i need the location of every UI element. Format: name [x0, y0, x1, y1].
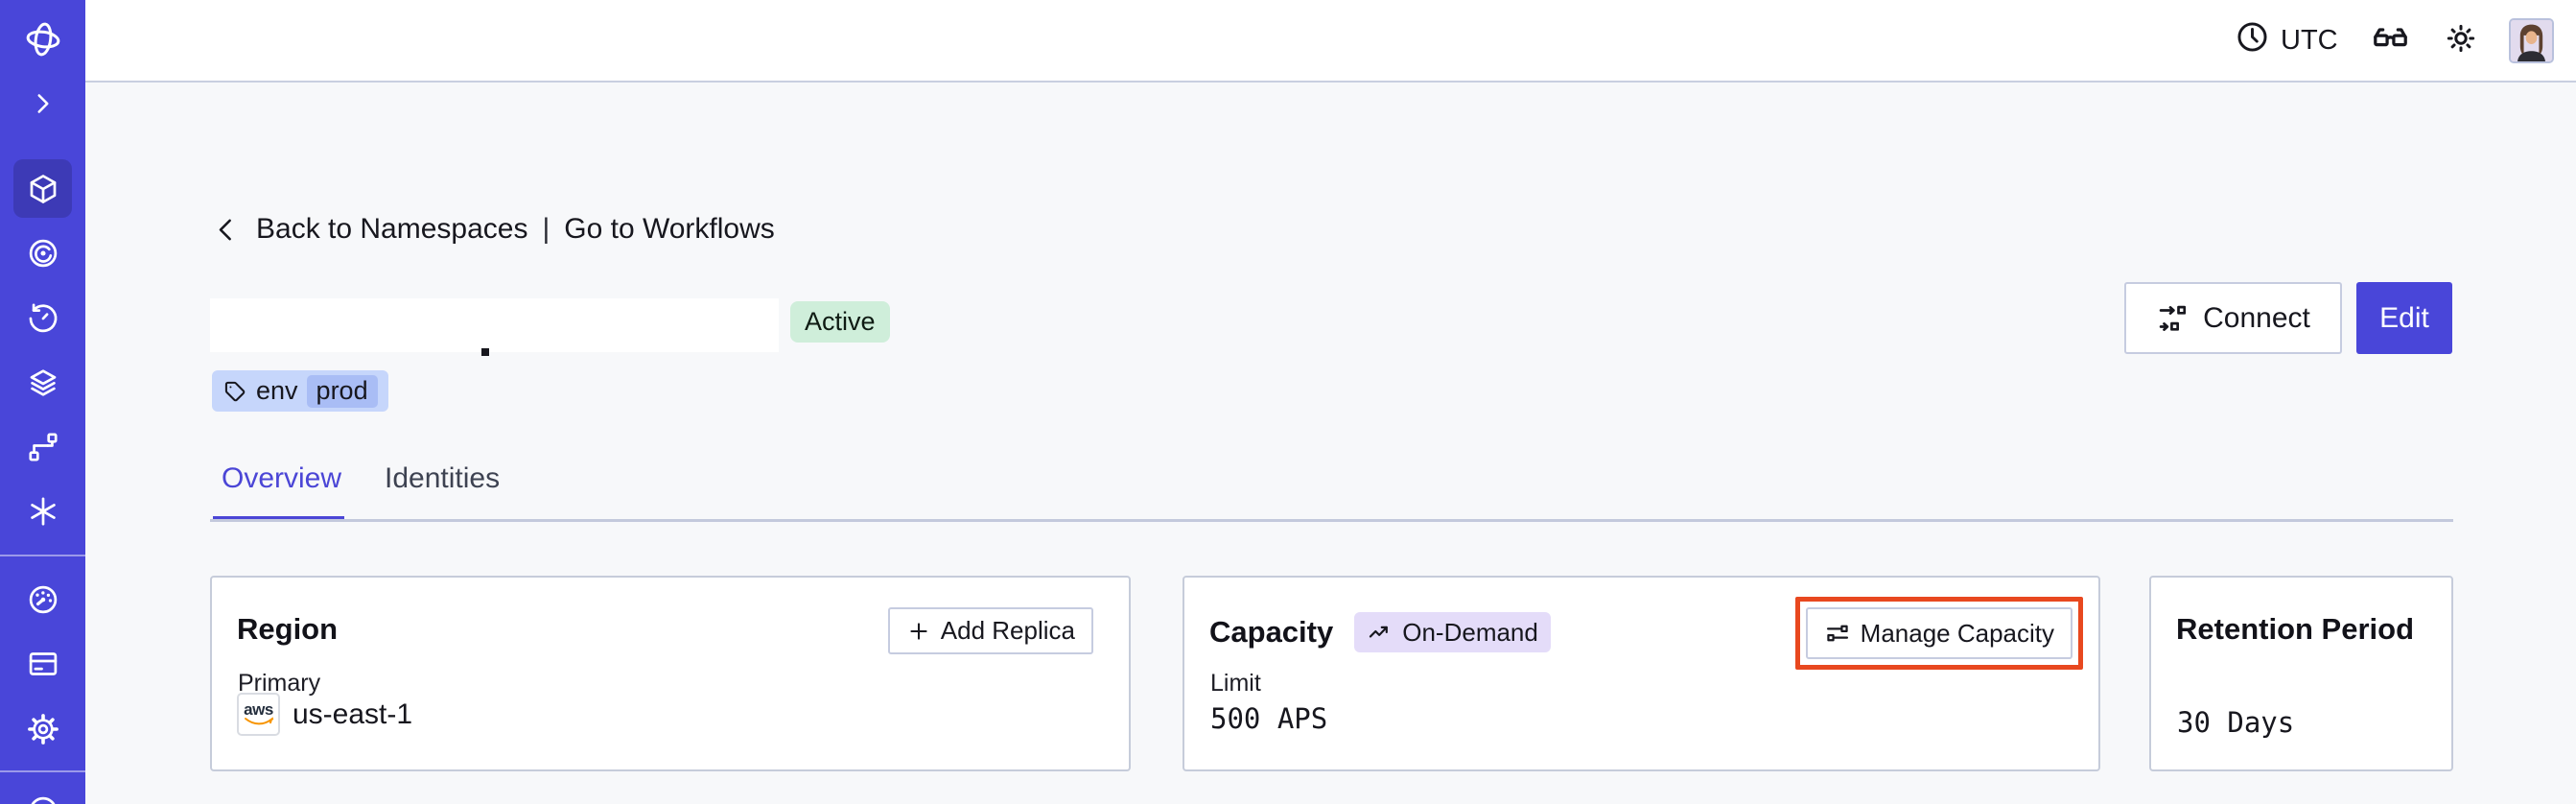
- expand-sidebar-icon[interactable]: [27, 87, 59, 120]
- capacity-card-title: Capacity: [1209, 615, 1334, 649]
- retention-card: Retention Period 30 Days: [2149, 576, 2453, 771]
- namespaces-icon[interactable]: [26, 172, 60, 206]
- help-icon[interactable]: [26, 793, 60, 804]
- limit-label: Limit: [1210, 670, 1261, 697]
- dev-mode-button[interactable]: [2371, 0, 2410, 81]
- settings-icon[interactable]: [26, 712, 60, 746]
- tab-bar-border: [210, 519, 2453, 522]
- sidebar-divider: [0, 770, 85, 772]
- history-icon[interactable]: [26, 301, 60, 336]
- manage-capacity-button[interactable]: Manage Capacity: [1805, 607, 2073, 659]
- tab-bar: Overview Identities: [222, 462, 500, 495]
- tab-identities[interactable]: Identities: [385, 462, 501, 494]
- aws-logo-icon: aws: [237, 693, 280, 736]
- clock-icon: [2235, 19, 2270, 62]
- breadcrumb: Back to Namespaces | Go to Workflows: [210, 213, 775, 246]
- tag-key-label: env: [256, 376, 298, 405]
- capacity-value: 500 APS: [1210, 702, 1328, 735]
- annotation-highlight: Manage Capacity: [1794, 597, 2083, 670]
- status-badge: Active: [790, 301, 890, 343]
- region-value: us-east-1: [293, 698, 413, 730]
- edit-button[interactable]: Edit: [2356, 282, 2452, 354]
- sliders-icon: [1824, 620, 1851, 647]
- sidebar-divider: [0, 555, 85, 556]
- retention-card-title: Retention Period: [2176, 612, 2415, 646]
- tag-value-chip: prod: [306, 374, 378, 408]
- trending-up-icon: [1367, 620, 1393, 646]
- primary-label: Primary: [238, 670, 321, 697]
- plus-icon: [906, 619, 931, 644]
- edit-button-label: Edit: [2379, 301, 2429, 334]
- namespace-name-redacted: [210, 298, 779, 352]
- back-chevron-icon: [210, 214, 242, 246]
- go-to-workflows-link[interactable]: Go to Workflows: [564, 213, 775, 245]
- theme-toggle-button[interactable]: [2443, 0, 2479, 81]
- capacity-card: Capacity On-Demand Manage Capacity: [1183, 576, 2100, 771]
- usage-icon[interactable]: [26, 582, 60, 617]
- sun-icon: [2443, 20, 2479, 61]
- deployments-icon[interactable]: [26, 430, 60, 464]
- top-bar: UTC: [85, 0, 2576, 83]
- region-value-row: aws us-east-1: [237, 693, 412, 736]
- nexus-icon[interactable]: [26, 494, 60, 529]
- namespace-tag: env prod: [212, 370, 388, 412]
- tag-icon: [222, 379, 247, 404]
- back-to-namespaces-link[interactable]: Back to Namespaces: [256, 213, 528, 245]
- namespace-name-dot: [481, 348, 489, 356]
- temporal-logo-icon[interactable]: [24, 20, 62, 59]
- active-tab-underline: [213, 516, 344, 521]
- glasses-icon: [2371, 18, 2410, 62]
- timezone-button[interactable]: UTC: [2235, 0, 2338, 81]
- retention-value: 30 Days: [2177, 706, 2295, 739]
- add-replica-label: Add Replica: [940, 616, 1075, 645]
- region-card-title: Region: [237, 612, 339, 646]
- add-replica-button[interactable]: Add Replica: [887, 607, 1093, 654]
- connect-button-label: Connect: [2203, 301, 2310, 334]
- monitoring-icon[interactable]: [26, 236, 60, 271]
- timezone-label: UTC: [2281, 24, 2338, 56]
- breadcrumb-separator: |: [542, 213, 550, 245]
- manage-capacity-label: Manage Capacity: [1860, 618, 2054, 648]
- tab-overview[interactable]: Overview: [222, 462, 342, 494]
- on-demand-badge: On-Demand: [1354, 612, 1551, 652]
- sidebar: [0, 0, 85, 804]
- connect-button[interactable]: Connect: [2124, 282, 2342, 354]
- connect-icon: [2156, 302, 2189, 335]
- stacks-icon[interactable]: [26, 366, 60, 400]
- region-card: Region Add Replica Primary aws us-east-1: [210, 576, 1131, 771]
- billing-icon[interactable]: [26, 647, 60, 681]
- avatar[interactable]: [2509, 18, 2554, 63]
